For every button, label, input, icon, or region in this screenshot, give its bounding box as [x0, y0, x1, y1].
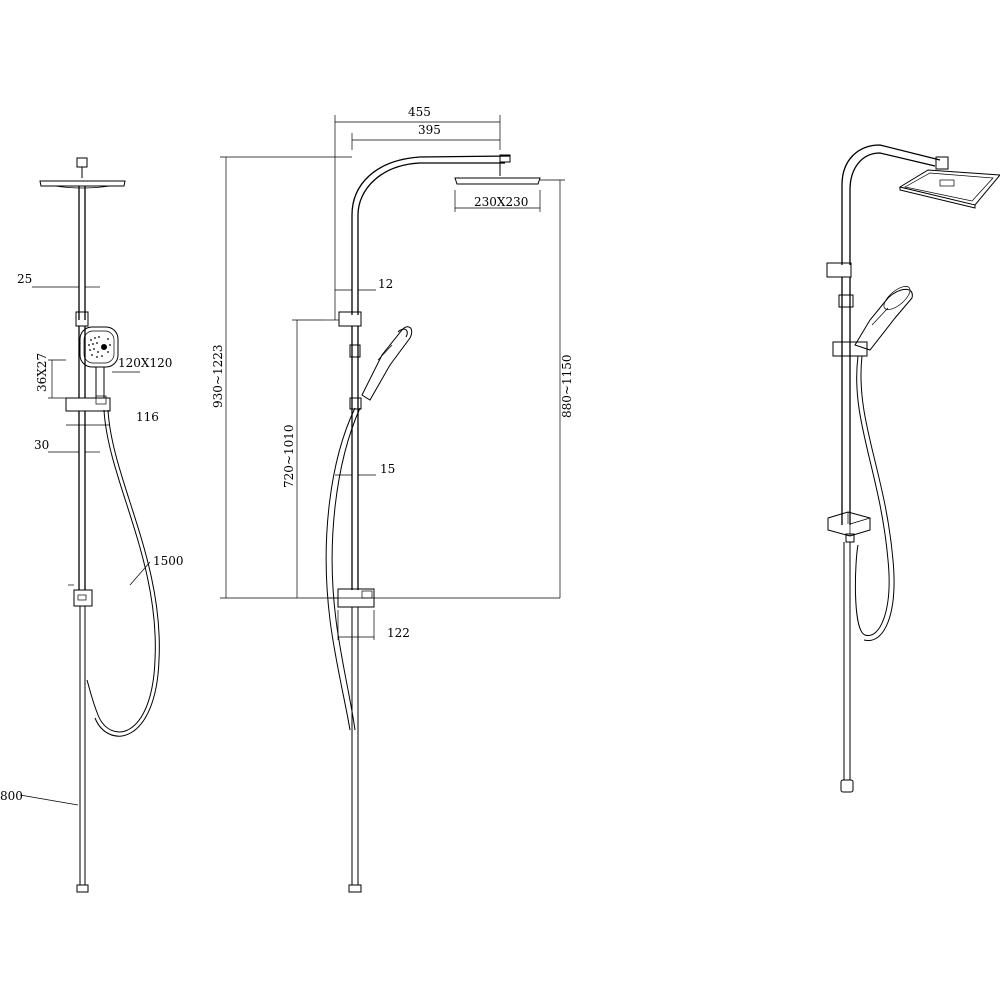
dim-holder-size: 36X27: [35, 353, 49, 392]
dim-hose-length: 1500: [153, 554, 184, 568]
perspective-view: [826, 144, 1000, 793]
dim-head-height: 880~1150: [560, 355, 574, 419]
dim-adjust-range: 720~1010: [282, 425, 296, 489]
floor-connector: [76, 884, 89, 893]
diverter-block: [73, 589, 93, 607]
side-view: 455 395 230X230 12 930~1223 720~1010 880…: [211, 105, 574, 893]
perspective-hand-shower: [854, 286, 913, 351]
wall-bracket: [338, 311, 362, 327]
perspective-wall-bracket: [826, 262, 852, 278]
overhead-bracket: [76, 157, 88, 168]
dim-lower-tube: 15: [380, 462, 395, 476]
dim-pipe-width: 25: [17, 272, 32, 286]
dim-bar-width: 30: [34, 438, 49, 452]
perspective-arm: [841, 144, 941, 265]
dim-mixer-depth: 122: [387, 626, 410, 640]
dim-total-height: 930~1223: [211, 345, 225, 409]
dim-upper-tube: 12: [378, 277, 393, 291]
slide-holder: [349, 397, 362, 410]
overhead-shower-head: [454, 177, 541, 185]
overhead-shower-disc: [39, 180, 126, 187]
dim-arm-reach-total: 455: [408, 105, 431, 119]
side-floor-connector: [348, 884, 362, 893]
hand-shower: [361, 326, 413, 401]
side-hose: [325, 407, 356, 731]
perspective-mixer: [827, 511, 871, 537]
dim-bar-length: 800: [0, 789, 23, 803]
front-view: 25 120X120 36X27 116 30 1500 800: [0, 157, 184, 893]
hand-shower-head: [79, 326, 119, 398]
shower-hose: [86, 409, 156, 733]
dim-overhead-size: 230X230: [474, 195, 528, 209]
dim-holder-depth: 116: [136, 410, 159, 424]
perspective-floor-connector: [840, 779, 854, 793]
shower-arm: [351, 155, 511, 315]
dim-arm-reach-head: 395: [418, 123, 441, 137]
shower-holder: [65, 397, 111, 412]
perspective-overhead-head: [898, 169, 1000, 206]
perspective-hose: [854, 355, 890, 636]
dim-hand-shower-head: 120X120: [118, 356, 172, 370]
